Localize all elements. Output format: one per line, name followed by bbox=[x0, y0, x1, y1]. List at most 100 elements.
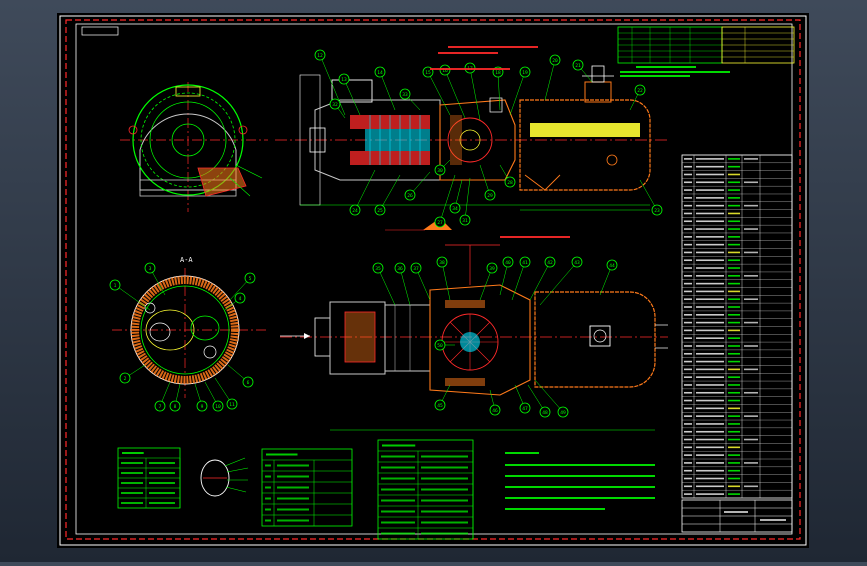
bottom-view-balloon-label: 36 bbox=[397, 266, 403, 272]
top-view-balloon-31 bbox=[459, 214, 471, 226]
section-aa-balloon-3 bbox=[144, 262, 156, 274]
bottom-view-balloon-label: 45 bbox=[437, 403, 443, 409]
top-view-balloon-label: 19 bbox=[522, 70, 528, 76]
top-view-balloon-label: 30 bbox=[437, 168, 443, 174]
bottom-view-balloon-39 bbox=[486, 262, 498, 274]
section-aa-balloon-label: 8 bbox=[174, 404, 177, 410]
top-view-balloon-20 bbox=[549, 54, 561, 66]
main-section-top bbox=[275, 54, 668, 231]
top-view-balloon-12 bbox=[314, 49, 326, 61]
end-view-top bbox=[120, 82, 268, 212]
bottom-view-balloon-label: 50 bbox=[437, 343, 443, 349]
section-aa-balloon-label: 6 bbox=[247, 380, 250, 386]
top-view-balloon-14 bbox=[374, 66, 386, 78]
sheet-outer-border bbox=[59, 15, 807, 546]
bottom-view-balloon-label: 41 bbox=[522, 260, 528, 266]
top-view-balloon-label: 23 bbox=[654, 208, 660, 214]
top-view-balloon-label: 34 bbox=[452, 206, 458, 212]
top-view-balloon-label: 16 bbox=[442, 68, 448, 74]
bottom-view-balloon-49 bbox=[557, 406, 569, 418]
bottom-view-balloon-label: 48 bbox=[542, 410, 548, 416]
section-aa-balloon-label: 2 bbox=[124, 376, 127, 382]
top-view-balloon-label: 21 bbox=[575, 63, 581, 69]
top-view-balloon-label: 14 bbox=[377, 70, 383, 76]
top-view-balloon-26 bbox=[404, 189, 416, 201]
top-view-balloon-label: 28 bbox=[507, 180, 513, 186]
bottom-view-balloon-label: 35 bbox=[375, 266, 381, 272]
bottom-view-balloon-label: 49 bbox=[560, 410, 566, 416]
top-view-balloon-label: 24 bbox=[352, 208, 358, 214]
bottom-view-balloon-label: 43 bbox=[574, 260, 580, 266]
bottom-view-balloon-43 bbox=[571, 256, 583, 268]
section-aa-balloon-label: 3 bbox=[149, 266, 152, 272]
section-aa-balloon-10 bbox=[212, 400, 224, 412]
section-aa-balloon-label: 5 bbox=[249, 276, 252, 282]
top-view-balloon-27 bbox=[434, 216, 446, 228]
section-aa-balloon-2 bbox=[119, 372, 131, 384]
bottom-view-balloon-50 bbox=[434, 339, 446, 351]
section-aa-balloon-1 bbox=[109, 279, 121, 291]
bottom-view-balloon-46 bbox=[489, 404, 501, 416]
section-aa-balloon-label: 9 bbox=[201, 404, 204, 410]
section-aa-balloon-label: 10 bbox=[215, 404, 221, 410]
table-right bbox=[377, 439, 474, 540]
top-view-balloon-label: 20 bbox=[552, 58, 558, 64]
top-view-balloon-label: 22 bbox=[637, 88, 643, 94]
bottom-view-balloon-label: 37 bbox=[413, 266, 419, 272]
top-view-balloon-23 bbox=[651, 204, 663, 216]
bottom-view-balloon-45 bbox=[434, 399, 446, 411]
technical-notes bbox=[505, 452, 655, 510]
top-view-balloon-34 bbox=[449, 202, 461, 214]
section-aa-balloon-label: 7 bbox=[159, 404, 162, 410]
title-block bbox=[681, 499, 793, 533]
top-view-balloon-label: 12 bbox=[317, 53, 323, 59]
top-view-balloon-13 bbox=[338, 73, 350, 85]
top-view-balloon-label: 25 bbox=[377, 208, 383, 214]
section-aa-balloon-9 bbox=[196, 400, 208, 412]
top-view-balloon-29 bbox=[484, 189, 496, 201]
top-view-balloon-19 bbox=[519, 66, 531, 78]
bottom-view-balloon-label: 38 bbox=[439, 260, 445, 266]
top-view-balloon-label: 15 bbox=[425, 70, 431, 76]
section-aa-balloon-label: 11 bbox=[229, 402, 235, 408]
section-aa-label: A-A bbox=[180, 256, 193, 264]
top-view-balloon-25 bbox=[374, 204, 386, 216]
bottom-view-balloon-47 bbox=[519, 402, 531, 414]
bottom-view-balloon-38 bbox=[436, 256, 448, 268]
section-aa-balloon-5 bbox=[244, 272, 256, 284]
bottom-view-balloon-label: 44 bbox=[609, 263, 615, 269]
bottom-view-balloon-48 bbox=[539, 406, 551, 418]
section-aa-view: A-A bbox=[112, 256, 268, 407]
code-box bbox=[81, 26, 119, 36]
bottom-view-balloon-label: 46 bbox=[492, 408, 498, 414]
top-view-balloon-label: 13 bbox=[341, 77, 347, 83]
bottom-view-balloon-label: 39 bbox=[489, 266, 495, 272]
bottom-view-balloon-42 bbox=[544, 256, 556, 268]
bottom-view-balloon-41 bbox=[519, 256, 531, 268]
top-view-balloon-22 bbox=[634, 84, 646, 96]
top-view-balloon-label: 18 bbox=[495, 70, 501, 76]
table-left bbox=[117, 447, 181, 509]
section-aa-balloon-label: 4 bbox=[239, 296, 242, 302]
bottom-view-balloon-37 bbox=[410, 262, 422, 274]
top-view-balloon-21 bbox=[572, 59, 584, 71]
bottom-view-balloon-35 bbox=[372, 262, 384, 274]
bottom-view-balloon-44 bbox=[606, 259, 618, 271]
top-view-balloon-30 bbox=[434, 164, 446, 176]
top-view-balloon-32 bbox=[329, 98, 341, 110]
table-middle bbox=[261, 448, 353, 527]
top-view-balloon-label: 29 bbox=[487, 193, 493, 199]
bottom-view-balloon-36 bbox=[394, 262, 406, 274]
top-view-balloon-label: 27 bbox=[437, 220, 443, 226]
table-layer bbox=[117, 439, 474, 540]
top-view-balloon-label: 26 bbox=[407, 193, 413, 199]
section-aa-balloon-6 bbox=[242, 376, 254, 388]
revision-block bbox=[430, 26, 795, 238]
section-aa-balloon-8 bbox=[169, 400, 181, 412]
section-aa-balloon-4 bbox=[234, 292, 246, 304]
top-view-balloon-label: 33 bbox=[402, 92, 408, 98]
top-view-balloon-label: 31 bbox=[462, 218, 468, 224]
detail-sketch bbox=[200, 457, 249, 497]
